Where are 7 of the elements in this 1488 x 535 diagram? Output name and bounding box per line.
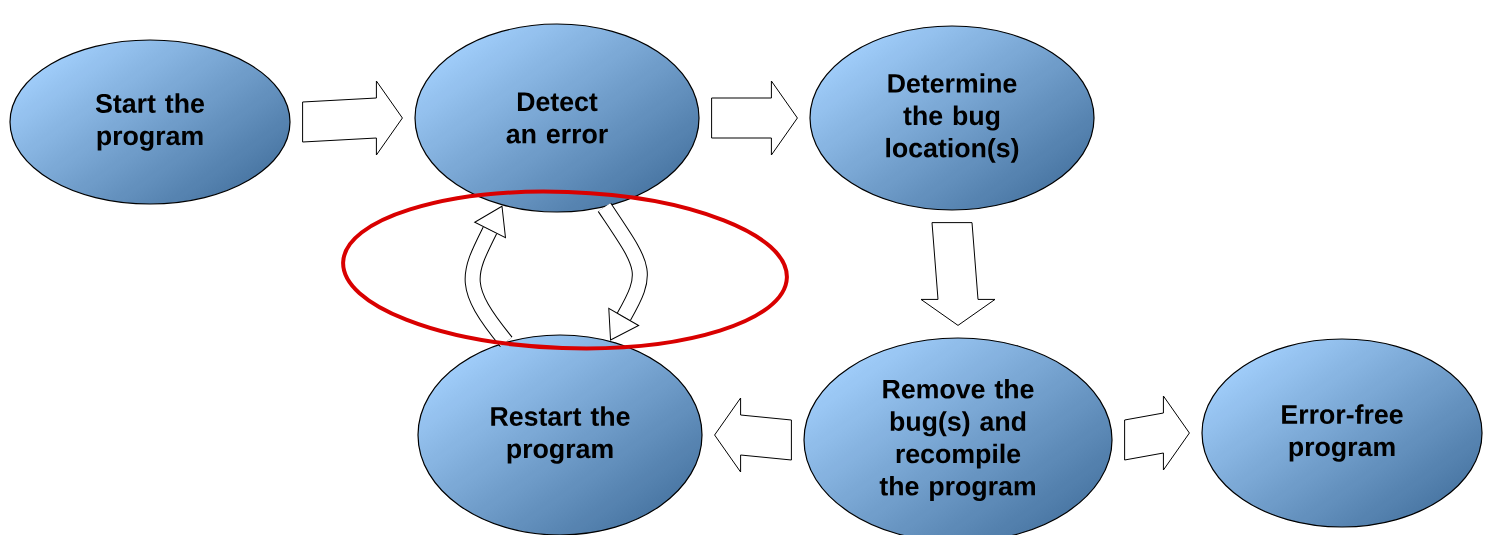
block-arrow (1124, 395, 1190, 471)
block-arrow (920, 222, 996, 326)
curved-arrow (464, 205, 513, 347)
curved-arrow (597, 202, 648, 341)
block-arrow (711, 80, 798, 156)
block-arrow (714, 397, 792, 473)
block-arrow (302, 80, 403, 156)
